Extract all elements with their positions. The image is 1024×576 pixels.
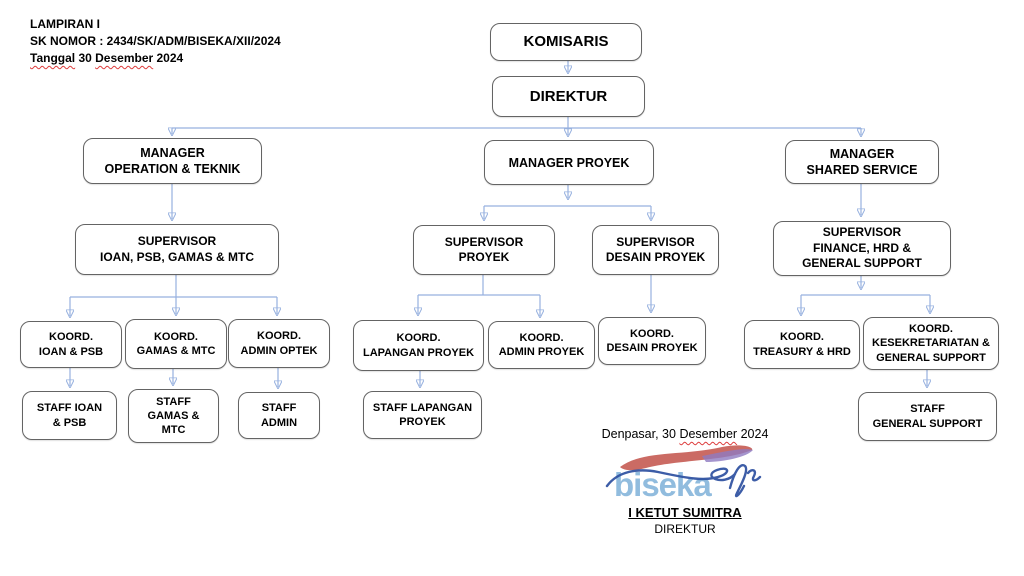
signature-name: I KETUT SUMITRA <box>628 505 742 520</box>
signature-title: DIREKTUR <box>654 522 716 536</box>
org-node-manager-proyek: MANAGER PROYEK <box>484 140 654 185</box>
org-node-koord-gamas-mtc: KOORD. GAMAS & MTC <box>125 319 227 369</box>
org-node-koord-lapangan-proyek: KOORD. LAPANGAN PROYEK <box>353 320 484 371</box>
header-line-sk-nomor: SK NOMOR : 2434/SK/ADM/BISEKA/XII/2024 <box>30 34 281 48</box>
signature-date-suffix: 2024 <box>737 427 769 441</box>
signature-place-date: Denpasar, 30 Desember 2024 <box>595 426 775 443</box>
signature-date-prefix: Denpasar, 30 <box>601 427 680 441</box>
org-node-staff-ioan-psb: STAFF IOAN & PSB <box>22 391 117 440</box>
logo-swoosh-purple <box>702 449 753 462</box>
header-word-desember: Desember <box>95 51 154 65</box>
org-node-supervisor-ioan-psb-gamas-mtc: SUPERVISOR IOAN, PSB, GAMAS & MTC <box>75 224 279 275</box>
handwritten-signature <box>605 464 762 498</box>
header-line-tanggal: Tanggal 30 Desember 2024 <box>30 50 281 67</box>
org-node-koord-treasury-hrd: KOORD. TREASURY & HRD <box>744 320 860 369</box>
biseka-logo: biseka <box>605 445 762 503</box>
org-node-staff-general-support: STAFF GENERAL SUPPORT <box>858 392 997 441</box>
org-node-koord-ioan-psb: KOORD. IOAN & PSB <box>20 321 122 368</box>
org-node-manager-shared-service: MANAGER SHARED SERVICE <box>785 140 939 184</box>
logo-swoosh-red <box>620 445 753 471</box>
org-node-koord-admin-proyek: KOORD. ADMIN PROYEK <box>488 321 595 369</box>
org-node-supervisor-proyek: SUPERVISOR PROYEK <box>413 225 555 275</box>
org-node-koord-kesekretariatan-general-support: KOORD. KESEKRETARIATAN & GENERAL SUPPORT <box>863 317 999 370</box>
signature-word-desember: Desember <box>679 427 738 441</box>
org-node-komisaris: KOMISARIS <box>490 23 642 61</box>
org-node-supervisor-desain-proyek: SUPERVISOR DESAIN PROYEK <box>592 225 719 275</box>
org-node-direktur: DIREKTUR <box>492 76 645 117</box>
org-node-manager-operation-teknik: MANAGER OPERATION & TEKNIK <box>83 138 262 184</box>
document-header: LAMPIRAN I SK NOMOR : 2434/SK/ADM/BISEKA… <box>30 16 281 67</box>
org-node-staff-gamas-mtc: STAFF GAMAS & MTC <box>128 389 219 443</box>
org-node-staff-lapangan-proyek: STAFF LAPANGAN PROYEK <box>363 391 482 439</box>
org-node-koord-admin-optek: KOORD. ADMIN OPTEK <box>228 319 330 368</box>
header-line-lampiran: LAMPIRAN I <box>30 17 100 31</box>
org-node-supervisor-finance-hrd-general-support: SUPERVISOR FINANCE, HRD & GENERAL SUPPOR… <box>773 221 951 276</box>
org-node-koord-desain-proyek: KOORD. DESAIN PROYEK <box>598 317 706 365</box>
signature-block: Denpasar, 30 Desember 2024 biseka I KETU… <box>595 426 775 537</box>
header-word-tanggal: Tanggal <box>30 51 76 65</box>
org-node-staff-admin: STAFF ADMIN <box>238 392 320 439</box>
header-date-mid: 30 <box>75 51 96 65</box>
header-date-year: 2024 <box>153 51 184 65</box>
